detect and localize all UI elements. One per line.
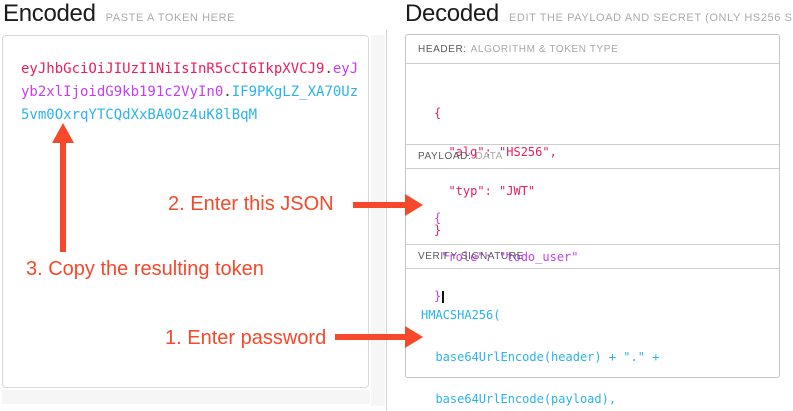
encoded-subtitle: PASTE A TOKEN HERE: [105, 12, 236, 24]
jwt-token-text: eyJhbGciOiJIUzI1NiIsInR5cCI6IkpXVCJ9.eyJ…: [21, 58, 367, 127]
step1-arrow-head-icon: [405, 326, 423, 348]
signature-section-label: VERIFY SIGNATURE: [406, 244, 779, 269]
header-label-strong: HEADER:: [418, 43, 467, 55]
decoded-panel: HEADER: ALGORITHM & TOKEN TYPE { "alg": …: [405, 34, 780, 406]
token-signature-segment: IF9PKgLZ_XA70Uz5vm0OxrqYTCQdXxBA0Oz4uK8l…: [21, 84, 359, 123]
annotation-step1: 1. Enter password: [165, 327, 327, 349]
signature-area: HMACSHA256( base64UrlEncode(header) + ".…: [406, 269, 779, 406]
token-payload-segment: eyJyb2xlIjoidG9kb191c2VyIn0: [21, 61, 359, 100]
step2-arrow-head-icon: [405, 194, 423, 216]
verify-signature-label: VERIFY SIGNATURE: [418, 251, 524, 262]
header-json-line: {: [434, 106, 442, 120]
payload-section-label: PAYLOAD: DATA: [406, 144, 779, 169]
payload-close-brace: }: [434, 289, 442, 303]
token-header-segment: eyJhbGciOiJIUzI1NiIsInR5cCI6IkpXVCJ9: [21, 61, 325, 77]
payload-json-editor[interactable]: { "role": "todo_user" }: [406, 169, 779, 303]
horizontal-scrollbar-track[interactable]: [2, 390, 370, 404]
header-json-editor[interactable]: { "alg": "HS256", "typ": "JWT" }: [406, 64, 779, 237]
token-dot-2: .: [223, 84, 232, 100]
header-json-line: }: [434, 223, 442, 237]
header-json-line: "typ": "JWT": [434, 184, 536, 198]
payload-json-line: }: [434, 290, 779, 303]
column-divider: [386, 30, 387, 411]
encoded-title: Encoded: [3, 0, 96, 27]
payload-json-line: {: [434, 211, 442, 225]
annotation-step3: 3. Copy the resulting token: [26, 258, 264, 280]
text-cursor: [442, 291, 444, 303]
payload-json-line: "role": "todo_user": [434, 250, 579, 264]
token-dot-1: .: [324, 61, 333, 77]
signature-code-line: base64UrlEncode(payload),: [421, 392, 617, 406]
header-section-label: HEADER: ALGORITHM & TOKEN TYPE: [406, 35, 779, 64]
header-json-line: "alg": "HS256",: [434, 145, 557, 159]
decoded-title: Decoded: [405, 0, 499, 27]
decoded-subtitle: EDIT THE PAYLOAD AND SECRET (ONLY HS256 …: [508, 12, 793, 24]
decoded-header: Decoded EDIT THE PAYLOAD AND SECRET (ONL…: [405, 0, 793, 28]
encoded-header: Encoded PASTE A TOKEN HERE: [3, 0, 235, 28]
signature-code-line: base64UrlEncode(header) + "." +: [421, 350, 660, 364]
payload-label-rest: DATA: [475, 151, 503, 162]
vertical-scrollbar-track[interactable]: [371, 35, 385, 406]
step1-arrow-shaft: [335, 334, 406, 340]
step2-arrow-shaft: [353, 202, 406, 208]
step3-arrow-shaft: [60, 141, 66, 252]
payload-label-strong: PAYLOAD:: [418, 151, 472, 162]
header-label-rest: ALGORITHM & TOKEN TYPE: [470, 43, 619, 55]
annotation-step2: 2. Enter this JSON: [168, 193, 334, 215]
step3-arrow-head-icon: [52, 123, 74, 143]
signature-code-line: HMACSHA256(: [421, 308, 501, 322]
